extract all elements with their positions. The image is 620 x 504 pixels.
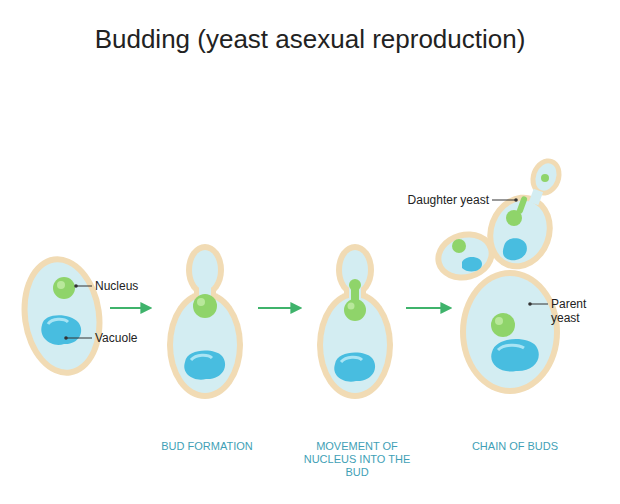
leader-line: [76, 286, 92, 287]
callout-label: Parent yeast: [551, 297, 611, 325]
diagram-title: Budding (yeast asexual reproduction): [0, 24, 620, 54]
leader-line: [66, 338, 92, 339]
stage-caption: BUD FORMATION: [152, 440, 262, 453]
stage-arrow: [110, 307, 150, 309]
yeast-cell: [14, 251, 110, 381]
leader-line: [530, 304, 548, 305]
stage-arrow: [406, 307, 450, 309]
chain-of-buds: [430, 154, 567, 394]
stage-caption: MOVEMENT OF NUCLEUS INTO THE BUD: [292, 440, 422, 479]
stage-arrow: [258, 307, 300, 309]
budding-cell: [167, 244, 243, 399]
budding-cell-nucleus-moving: [317, 244, 393, 399]
callout-label: Nucleus: [95, 279, 175, 293]
leader-line: [492, 200, 516, 201]
callout-label: Daughter yeast: [389, 193, 489, 207]
callout-label: Vacuole: [95, 331, 175, 345]
stage-caption: CHAIN OF BUDS: [470, 440, 560, 453]
